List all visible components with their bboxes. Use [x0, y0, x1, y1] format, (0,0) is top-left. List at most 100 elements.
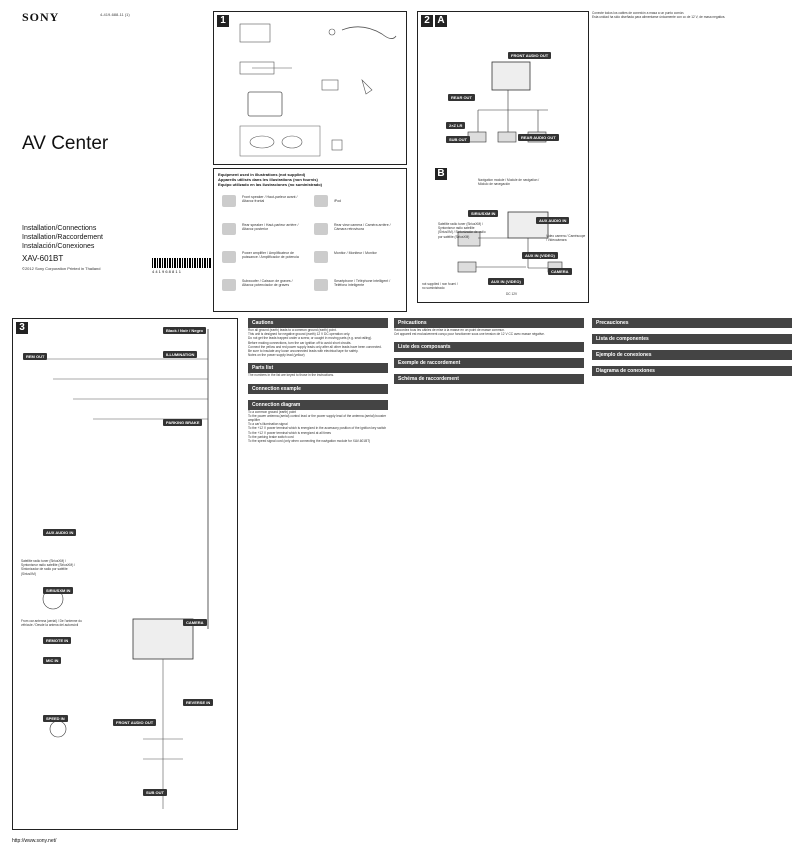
parts-item: The numbers in the list are keyed to tho… — [248, 373, 334, 378]
connector-label: SUB OUT — [446, 136, 470, 143]
equipment-box: Equipment used in illustrations (not sup… — [213, 168, 407, 312]
connector-label: AUX IN (VIDEO) — [522, 252, 558, 259]
caution-item: Run all ground (earth) leads to a common… — [248, 328, 337, 332]
diagram-note: not supplied / non fourni / no suministr… — [422, 282, 458, 291]
smartphone-icon — [314, 279, 328, 291]
subtitle-es: Instalación/Conexiones — [22, 243, 95, 250]
section-number: 3 — [16, 322, 28, 334]
connector-label: CAMERA — [548, 268, 572, 275]
connector-label: SUB OUT — [143, 789, 167, 796]
section-heading: Exemple de raccordement — [394, 358, 584, 369]
connector-label: CAMERA — [183, 619, 207, 626]
speaker-icon — [222, 223, 236, 235]
section-heading: Ejemplo de conexiones — [592, 350, 792, 360]
section-number: 1 — [217, 15, 229, 27]
section-heading: Précautions — [394, 318, 584, 328]
diagram-note: Satellite radio tuner (SiriusXM) / Synto… — [438, 222, 486, 239]
caution-item: Cet appareil est exclusivement conçu pou… — [394, 332, 545, 337]
section-heading: Lista de componentes — [592, 334, 792, 344]
diagram-note: Satellite radio tuner (SiriusXM) / Synto… — [21, 559, 76, 576]
diagram-note: DC 12V — [506, 292, 518, 296]
wire-label: ILLUMINATION — [163, 351, 198, 358]
diagram-note: Navigation module / Module de navigation… — [478, 178, 540, 187]
parts-illustrations — [232, 20, 402, 160]
right-text-column: Conecte todos los cables de conexión a m… — [592, 11, 792, 311]
connector-label: AUX AUDIO IN — [43, 529, 77, 536]
equipment-title-en: Equipment used in illustrations (not sup… — [218, 172, 306, 177]
connector-label: SIRIUSXM IN — [468, 210, 499, 217]
section-number: 2 — [421, 15, 433, 27]
equipment-title-fr: Appareils utilisés dans les illustration… — [218, 177, 318, 182]
diagram-b-drawing — [457, 211, 563, 273]
connector-label: FRONT AUDIO OUT — [508, 52, 552, 59]
section-heading: Diagrama de conexiones — [592, 366, 792, 376]
diagram-item: To a car's illumination signal — [248, 422, 288, 427]
diagram-item: To the +12 V power terminal which is ene… — [248, 426, 387, 431]
parts-drawing — [239, 23, 397, 157]
wire-label: Black / Noir / Negro — [163, 327, 206, 334]
diagram-a-drawing — [467, 61, 548, 143]
connector-label: SPEED IN — [43, 715, 68, 722]
section-3-connection-diagram: 3 Black / Noir / Negro ILLUMINATION PARK… — [12, 318, 238, 830]
barcode-number: 4 4 1 9 6 8 8 1 1 — [152, 269, 181, 274]
camera-icon — [314, 223, 328, 235]
caution-item: Do not get the leads trapped under a scr… — [248, 336, 373, 341]
text-column-fr: Précautions Raccordez tous les câbles de… — [394, 318, 584, 828]
monitor-icon — [314, 251, 328, 263]
wiring-drawing — [33, 329, 209, 809]
diagram-note: From car antenna (aerial) / De l'antenne… — [21, 619, 82, 628]
section-heading: Connection diagram — [248, 399, 388, 410]
diagram-item: To the power antenna (aerial) control le… — [248, 413, 387, 423]
right-text-body: Esta unidad ha sido diseñada para alimen… — [592, 15, 726, 20]
connector-label: MIC IN — [43, 657, 62, 664]
connector-label: 2×Z LR — [446, 122, 466, 129]
diagram-item: To a common ground (earth) point — [248, 409, 297, 414]
subwoofer-icon — [222, 279, 236, 291]
brand-logo: SONY — [22, 10, 60, 24]
copyright: ©2012 Sony Corporation Printed in Thaila… — [22, 266, 101, 271]
section-heading: Precauciones — [592, 318, 792, 328]
connector-label: AUX IN (VIDEO) — [488, 278, 524, 285]
connector-label: REAR OUT — [448, 94, 475, 101]
diagram-letter: B — [435, 168, 447, 180]
caution-item: This unit is designed for negative groun… — [248, 332, 351, 337]
footer-url[interactable]: http://www.sony.net/ — [12, 838, 57, 844]
diagram-item: To the parking brake switch cord — [248, 434, 294, 439]
page-title: AV Center — [22, 133, 109, 154]
diagram-item: To the speed signal cord (only when conn… — [248, 439, 371, 444]
connector-label: REAR AUDIO OUT — [518, 134, 559, 141]
section-2-diagrams: 2 A FRONT AUDIO OUT REAR OUT 2×Z LR SUB … — [417, 11, 589, 303]
amplifier-icon — [222, 251, 236, 263]
wire-label: REM OUT — [23, 353, 48, 360]
part-number: 4-419-688-11 (1) — [100, 12, 130, 17]
subtitle-en: Installation/Connections — [22, 225, 97, 232]
diagram-item: To the +12 V power terminal which is ene… — [248, 430, 332, 435]
section-heading: Connection example — [248, 383, 388, 394]
equipment-title-es: Equipo utilizado en las ilustraciones (n… — [218, 182, 323, 187]
caution-item: Before making connections, turn the car … — [248, 340, 352, 345]
section-1-parts: 1 — [213, 11, 407, 165]
model-number: XAV-601BT — [22, 254, 64, 263]
diagram-note: Video camera / Caméscope / Videocámara — [546, 234, 586, 243]
diagram-letter: A — [435, 15, 447, 27]
text-column-es: Precauciones Lista de componentes Ejempl… — [592, 318, 792, 828]
caution-item: Notes on the power supply lead (yellow) — [248, 353, 305, 358]
subtitle-fr: Installation/Raccordement — [22, 234, 103, 241]
wire-label: PARKING BRAKE — [163, 419, 203, 426]
speaker-icon — [222, 195, 236, 207]
connector-label: AUX AUDIO IN — [536, 217, 570, 224]
section-heading: Schéma de raccordement — [394, 374, 584, 385]
barcode — [152, 258, 212, 268]
text-column-en: Cautions Run all ground (earth) leads to… — [248, 318, 388, 828]
caution-item: Raccordez tous les câbles de mise à la m… — [394, 328, 505, 332]
caution-item: Be sure to insulate any loose unconnecte… — [248, 349, 359, 354]
connector-label: REMOTE IN — [43, 637, 72, 644]
section-heading: Liste des composants — [394, 342, 584, 353]
caution-item: Connect the yellow and red power supply … — [248, 344, 382, 349]
subtitle-block: Installation/Connections Installation/Ra… — [22, 224, 103, 251]
ipod-icon — [314, 195, 328, 207]
section-heading: Parts list — [248, 363, 388, 374]
section-heading: Cautions — [248, 318, 388, 328]
connector-label: SIRIUSXM IN — [43, 587, 74, 594]
connector-label: REVERSE IN — [183, 699, 214, 706]
